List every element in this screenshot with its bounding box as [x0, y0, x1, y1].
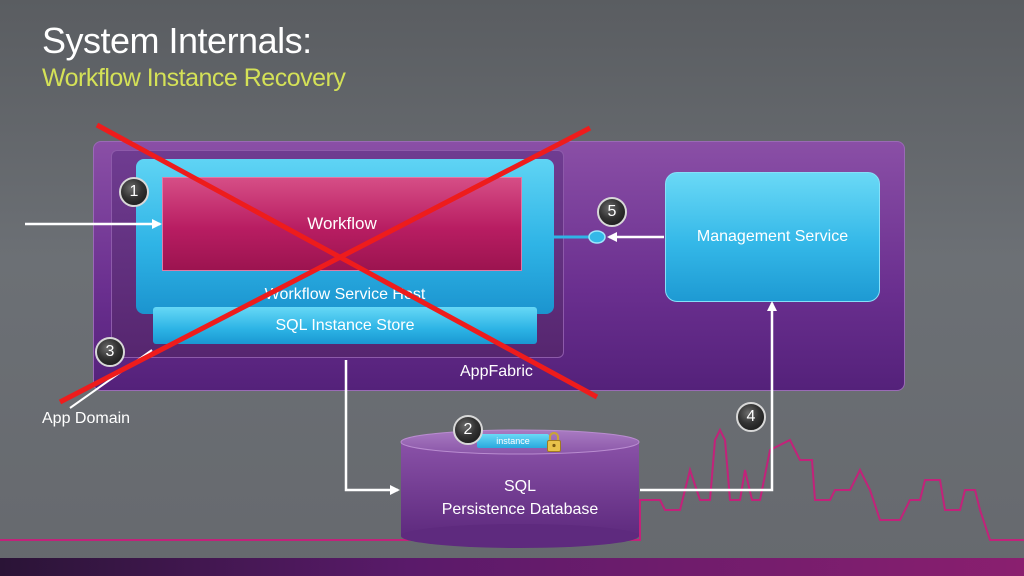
- sql-database-label: SQL Persistence Database: [401, 475, 639, 521]
- sql-instance-store-box: SQL Instance Store: [153, 307, 537, 344]
- step-badge-3: 3: [95, 337, 125, 367]
- management-service-label: Management Service: [696, 228, 849, 245]
- bottom-band: [0, 558, 1024, 576]
- connector-dot-icon: [588, 230, 606, 244]
- app-domain-label: App Domain: [42, 410, 131, 427]
- db-to-management-arrow-icon: [640, 301, 777, 492]
- lock-icon: [547, 431, 561, 452]
- workflow-service-host-label: Workflow Service Host: [264, 286, 426, 303]
- slide-subtitle: Workflow Instance Recovery: [42, 64, 346, 92]
- step-badge-1: 1: [119, 177, 149, 207]
- database-line-1: SQL: [503, 478, 536, 495]
- step-badge-4: 4: [736, 402, 766, 432]
- step-badge-5: 5: [597, 197, 627, 227]
- database-line-2: Persistence Database: [441, 501, 599, 518]
- management-service-box: Management Service: [665, 172, 880, 302]
- sql-instance-store-label: SQL Instance Store: [275, 316, 415, 334]
- store-to-db-arrow-icon: [344, 360, 400, 495]
- cross-out-icon: [58, 122, 599, 405]
- workflow-label: Workflow: [307, 214, 377, 233]
- appfabric-label: AppFabric: [460, 363, 533, 380]
- slide-title: System Internals:: [42, 20, 312, 61]
- instance-tag: instance: [477, 434, 549, 448]
- step-badge-2: 2: [453, 415, 483, 445]
